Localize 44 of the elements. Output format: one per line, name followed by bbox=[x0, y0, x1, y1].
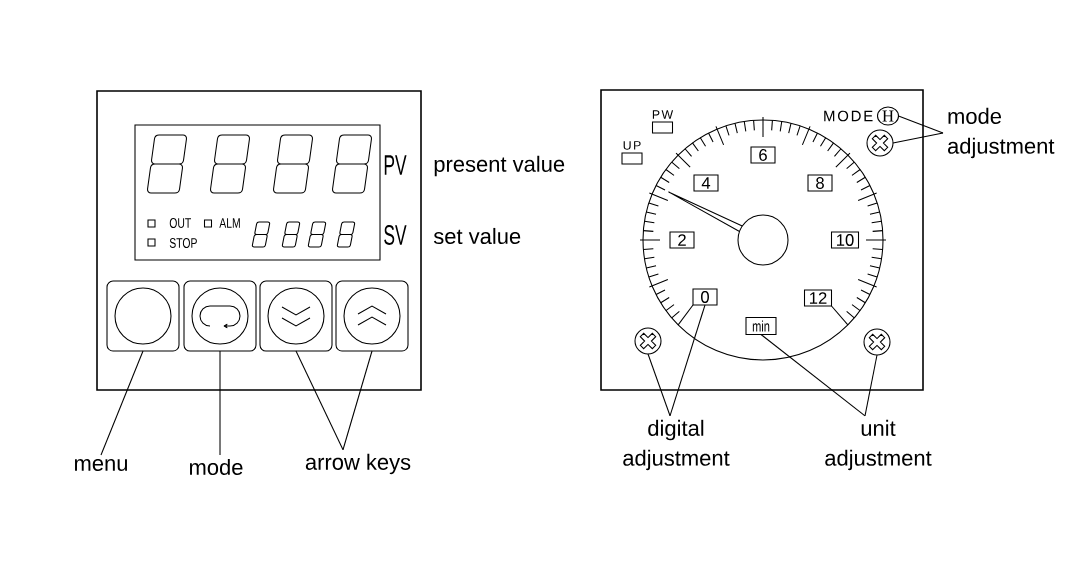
front-panel bbox=[600, 89, 924, 391]
leader-line bbox=[892, 132, 944, 144]
indicator-label: ALM bbox=[219, 218, 240, 228]
indicator-lamp: PW bbox=[651, 110, 674, 134]
scale-number: 0 bbox=[692, 288, 718, 306]
adjustment-knob bbox=[863, 328, 891, 356]
adjustment-knob bbox=[866, 129, 894, 157]
leader-line bbox=[295, 350, 344, 451]
mode-indicator: H bbox=[877, 106, 900, 126]
leader-line bbox=[677, 304, 694, 326]
node-label: UP bbox=[623, 141, 641, 150]
scale-number: 8 bbox=[807, 174, 833, 192]
leader-line bbox=[647, 353, 671, 417]
callout-label: digital adjustment bbox=[623, 419, 730, 471]
leader-line bbox=[760, 334, 866, 417]
indicator-label: STOP bbox=[169, 238, 197, 248]
push-button bbox=[106, 280, 180, 352]
leader-line bbox=[100, 350, 144, 456]
callout-label: arrow keys bbox=[305, 453, 411, 475]
panel-label: MODE bbox=[824, 110, 873, 122]
indicator-lamp: UP bbox=[621, 141, 643, 165]
scale-number: 10 bbox=[830, 231, 860, 249]
annotation-text: set value bbox=[433, 227, 521, 245]
scale-number: 2 bbox=[669, 231, 695, 249]
scale-number: 6 bbox=[750, 146, 776, 164]
leader-line bbox=[864, 354, 878, 417]
leader-line bbox=[897, 115, 944, 134]
leader-line bbox=[219, 350, 221, 456]
indicator-label: OUT bbox=[169, 218, 191, 228]
callout-label: menu bbox=[75, 459, 127, 472]
row-label: SV bbox=[384, 225, 407, 245]
front-panel bbox=[96, 90, 422, 391]
leader-line bbox=[669, 304, 706, 417]
scale-number: 12 bbox=[804, 289, 833, 307]
callout-label: mode adjustment bbox=[948, 107, 1055, 159]
scale-number: min bbox=[745, 317, 777, 336]
adjustment-knob bbox=[634, 327, 662, 355]
node-label: PW bbox=[652, 110, 674, 119]
scale-number: 4 bbox=[693, 174, 719, 192]
callout-label: mode bbox=[190, 458, 243, 476]
leader-line bbox=[342, 350, 373, 451]
leader-line bbox=[830, 305, 849, 326]
callout-label: unit adjustment bbox=[825, 419, 932, 471]
annotation-text: present value bbox=[434, 155, 565, 177]
